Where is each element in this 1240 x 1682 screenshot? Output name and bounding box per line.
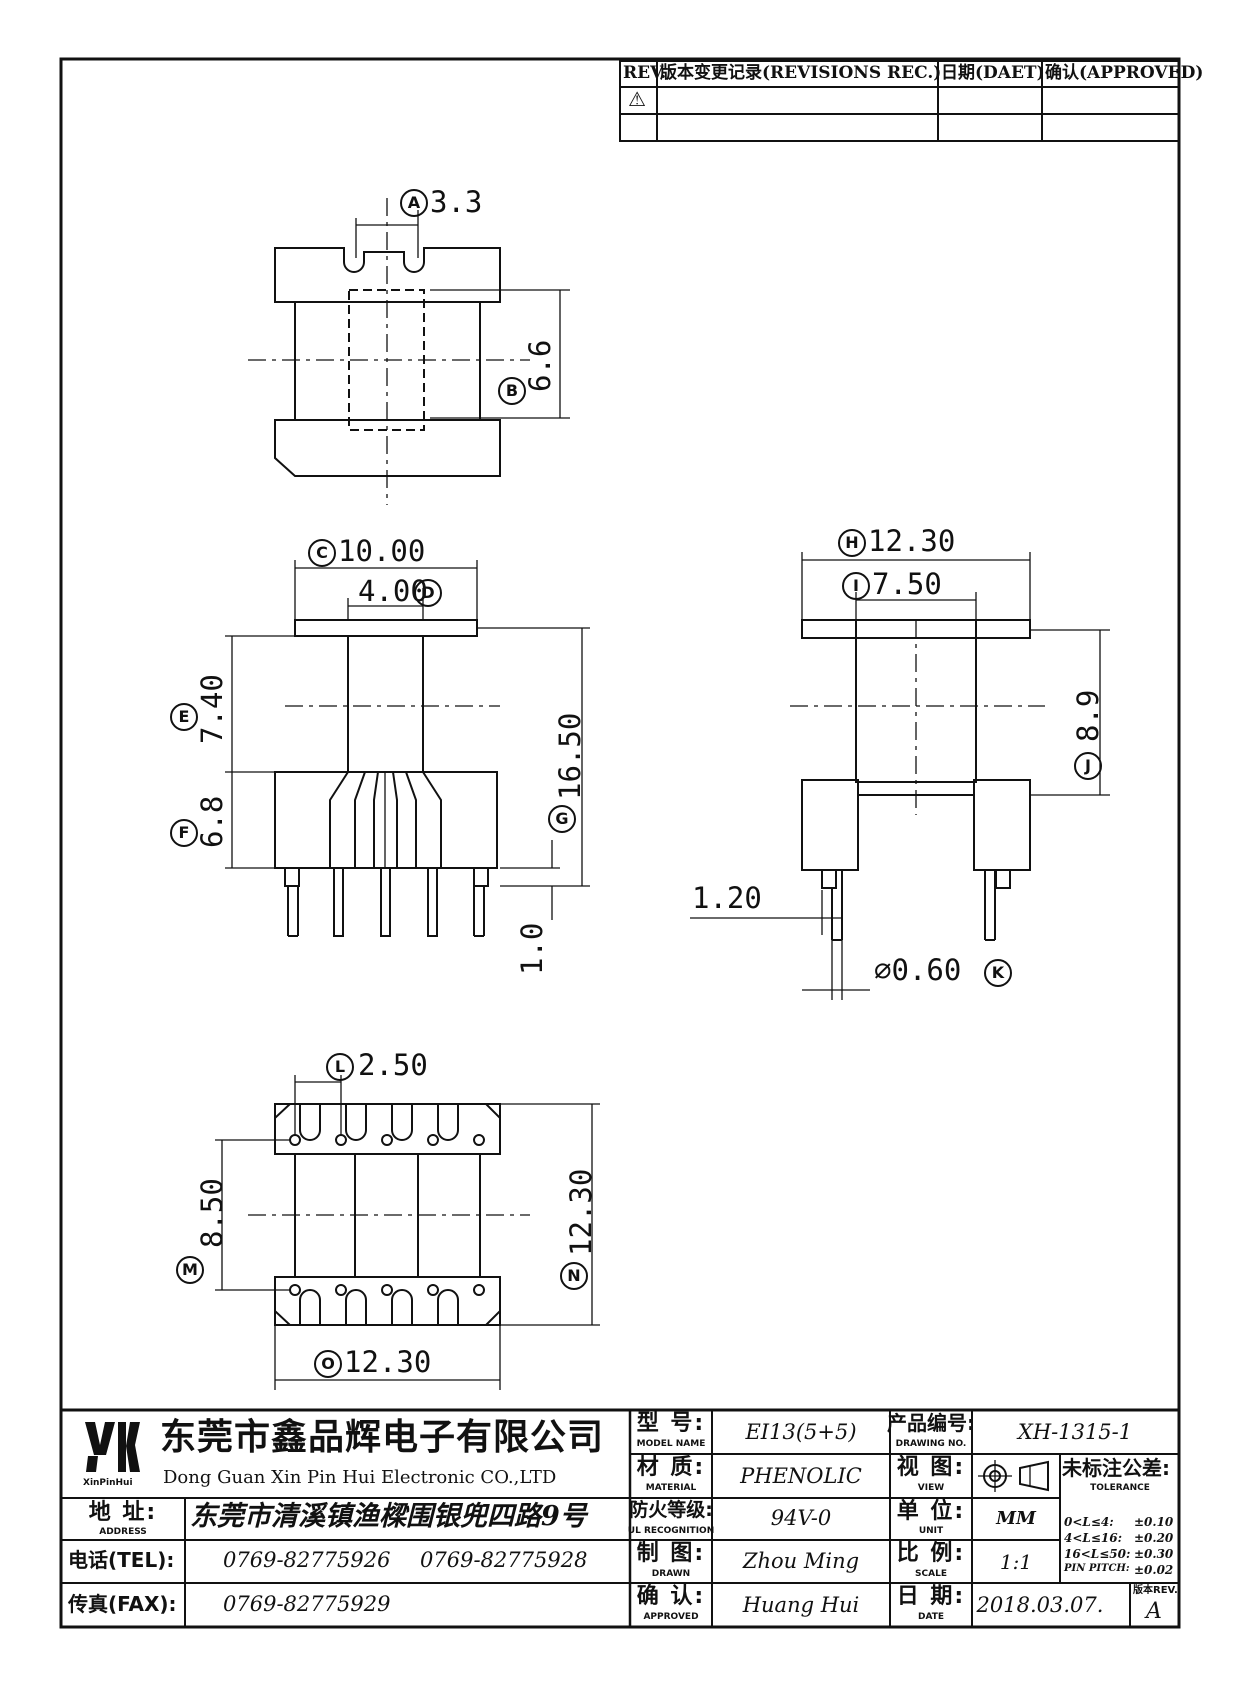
material-label-en: MATERIAL [645, 1483, 697, 1493]
company-name-en: Dong Guan Xin Pin Hui Electronic CO.,LTD [163, 1467, 557, 1488]
dim-b-value: 6.6 [523, 339, 557, 392]
rev-value: A [1146, 1599, 1162, 1624]
revision-date-header: 日期(DAET) [941, 63, 1045, 83]
dim-o-marker: O [314, 1350, 342, 1378]
tolerance-range-4: PIN PITCH: [1064, 1563, 1130, 1574]
tel-label: 电话(TEL): [68, 1548, 175, 1572]
dim-j-value: 8.9 [1071, 689, 1105, 742]
scale-value: 1:1 [999, 1550, 1033, 1574]
tolerance-range-2: 4<L≤16: [1064, 1531, 1123, 1545]
tolerance-label-en: TOLERANCE [1090, 1483, 1150, 1493]
title-block-grid [61, 1408, 1179, 1627]
dim-i-value: 7.50 [872, 567, 942, 601]
view-label: 视 图: [896, 1455, 966, 1480]
revision-table-grid [619, 60, 1180, 142]
address-label-en: ADDRESS [99, 1527, 147, 1537]
model-label: 型 号: [636, 1411, 706, 1436]
company-name-cn: 东莞市鑫品辉电子有限公司 [160, 1417, 605, 1458]
drawn-label: 制 图: [636, 1541, 706, 1566]
dim-pin-width-value: 1.20 [692, 881, 762, 915]
dim-e-marker: E [170, 703, 198, 731]
drawing-no-label-en: DRAWING NO. [895, 1439, 967, 1449]
ul-value: 94V-0 [770, 1506, 832, 1530]
dim-c-value: 10.00 [338, 534, 426, 568]
projection-symbol [978, 1460, 1049, 1492]
dim-g-marker: G [548, 805, 576, 833]
revision-triangle-icon: ⚠ [628, 87, 646, 111]
revision-record-header: 版本变更记录(REVISIONS REC.) [660, 63, 942, 83]
dim-pin-length-value: 1.0 [515, 922, 549, 975]
tolerance-value-3: ±0.30 [1134, 1547, 1174, 1561]
rev-header: REV. [623, 63, 667, 83]
scale-label: 比 例: [896, 1541, 966, 1566]
dim-a-value: 3.3 [430, 185, 483, 219]
dim-n-marker: N [560, 1262, 588, 1290]
revision-approved-header: 确认(APPROVED) [1045, 63, 1204, 83]
drawn-label-en: DRAWN [651, 1569, 691, 1579]
ul-label: 防火等级: [629, 1499, 713, 1521]
address-label: 地 址: [88, 1500, 158, 1525]
approved-label-en: APPROVED [643, 1612, 699, 1622]
fax-value: 0769-82775929 [223, 1592, 391, 1616]
approved-value: Huang Hui [742, 1593, 860, 1617]
unit-label: 单 位: [896, 1499, 966, 1524]
material-value: PHENOLIC [740, 1464, 862, 1488]
drawn-value: Zhou Ming [742, 1549, 860, 1573]
fax-label: 传真(FAX): [68, 1592, 177, 1616]
bottom-view [215, 1075, 600, 1390]
dim-f-value: 6.8 [195, 795, 229, 848]
dim-b-marker: B [498, 377, 526, 405]
model-value: EI13(5+5) [745, 1420, 857, 1444]
dim-o-value: 12.30 [344, 1345, 432, 1379]
unit-value: MM [996, 1508, 1036, 1529]
dim-m-marker: M [176, 1256, 204, 1284]
tel-value-2: 0769-82775928 [420, 1548, 588, 1572]
material-label: 材 质: [636, 1455, 706, 1480]
dim-n-value: 12.30 [564, 1168, 598, 1256]
address-value: 东莞市清溪镇渔樑围银兜四路9号 [190, 1501, 587, 1532]
rev-label: 版本REV. [1133, 1585, 1178, 1596]
tolerance-value-2: ±0.20 [1134, 1531, 1174, 1545]
scale-label-en: SCALE [915, 1569, 947, 1579]
dim-a-marker: A [400, 189, 428, 217]
tolerance-value-1: ±0.10 [1134, 1515, 1174, 1529]
model-label-en: MODEL NAME [636, 1439, 706, 1449]
dim-k-marker: K [984, 959, 1012, 987]
tel-value-1: 0769-82775926 [223, 1548, 391, 1572]
approved-label: 确 认: [636, 1584, 706, 1609]
front-view [225, 560, 590, 937]
view-label-en: VIEW [917, 1483, 945, 1493]
unit-label-en: UNIT [918, 1526, 944, 1536]
dim-l-marker: L [326, 1053, 354, 1081]
date-value: 2018.03.07. [976, 1593, 1104, 1617]
dim-j-marker: J [1074, 752, 1102, 780]
tolerance-value-4: ±0.02 [1134, 1563, 1174, 1577]
tolerance-range-3: 16<L≤50: [1064, 1547, 1131, 1561]
tolerance-range-1: 0<L≤4: [1064, 1515, 1114, 1529]
date-label: 日 期: [896, 1584, 966, 1609]
drawing-no-value: XH-1315-1 [1017, 1420, 1133, 1444]
dim-i-marker: I [842, 572, 870, 600]
dim-k-value: ⌀0.60 [874, 953, 962, 987]
logo-text: XinPinHui [83, 1478, 133, 1488]
company-logo [85, 1422, 140, 1472]
date-label-en: DATE [917, 1612, 945, 1622]
dim-m-value: 8.50 [195, 1178, 229, 1248]
dim-c-marker: C [308, 539, 336, 567]
ul-label-en: UL RECOGNITION [627, 1526, 715, 1536]
tolerance-label: 未标注公差: [1062, 1456, 1170, 1480]
dim-d-marker: D [414, 579, 442, 607]
dim-g-value: 16.50 [553, 712, 587, 800]
top-view [248, 198, 570, 505]
drawing-no-label: 产品编号: [887, 1411, 975, 1435]
dim-f-marker: F [170, 819, 198, 847]
side-view [690, 552, 1110, 1000]
dim-l-value: 2.50 [358, 1048, 428, 1082]
dim-e-value: 7.40 [195, 674, 229, 744]
drawing-border [59, 57, 1181, 1629]
dim-h-value: 12.30 [868, 524, 956, 558]
dim-h-marker: H [838, 529, 866, 557]
